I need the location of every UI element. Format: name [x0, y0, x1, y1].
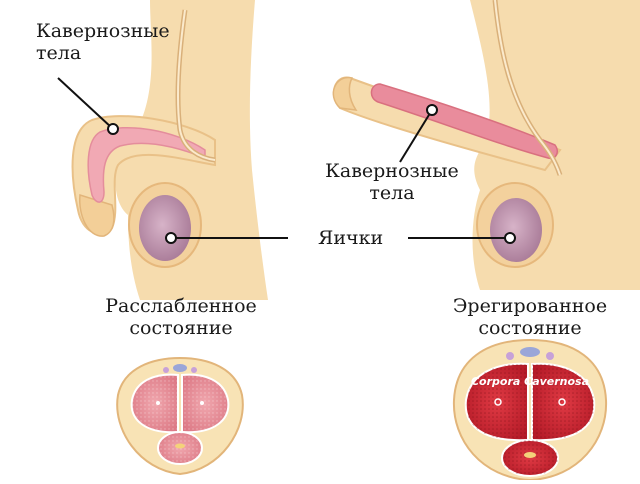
corpora-cavernosa-label: Corpora Cavernosa [471, 375, 589, 388]
label-cavernous-right-line1: Кавернозные [325, 160, 459, 182]
pointer-left-cavernous [57, 77, 113, 129]
flaccid-urethra-section [175, 443, 185, 449]
flaccid-vein [173, 364, 187, 372]
flaccid-glans [79, 194, 115, 237]
label-erect-line1: Эрегированное [452, 295, 608, 317]
erect-cavernous-body [370, 83, 558, 160]
flaccid-anatomy-illustration [71, 0, 268, 300]
flaccid-cross-section [116, 356, 244, 476]
label-flaccid-line2: состояние [129, 317, 233, 339]
dot-left-testis [165, 232, 177, 244]
dot-right-cavernous [426, 104, 438, 116]
dot-right-testis [504, 232, 516, 244]
label-erect-line2: состояние [478, 317, 582, 339]
label-pointers [57, 77, 510, 239]
label-testes: Яички [318, 227, 384, 249]
label-flaccid-state: Расслабленное состояние [88, 295, 274, 339]
erect-urethra-section [524, 452, 536, 458]
erect-testis [490, 198, 542, 262]
label-cavernous-left-line2: тела [36, 42, 82, 64]
label-erect-state: Эрегированное состояние [430, 295, 630, 339]
erect-glans [332, 76, 358, 111]
erect-cross-section: Corpora Cavernosa [452, 338, 608, 482]
flaccid-cavernous-body [87, 126, 206, 203]
label-cavernous-left-line1: Кавернозные [36, 20, 170, 42]
erect-anatomy-illustration [332, 0, 640, 290]
pointer-right-cavernous [399, 109, 433, 163]
label-cavernous-right: Кавернозные тела [318, 160, 466, 204]
flaccid-testis [139, 195, 191, 261]
label-cavernous-left: Кавернозные тела [36, 20, 170, 64]
label-flaccid-line1: Расслабленное [105, 295, 257, 317]
label-cavernous-right-line2: тела [369, 182, 415, 204]
erect-vein [520, 347, 540, 357]
dot-left-cavernous [107, 123, 119, 135]
pointer-dots [107, 104, 516, 244]
